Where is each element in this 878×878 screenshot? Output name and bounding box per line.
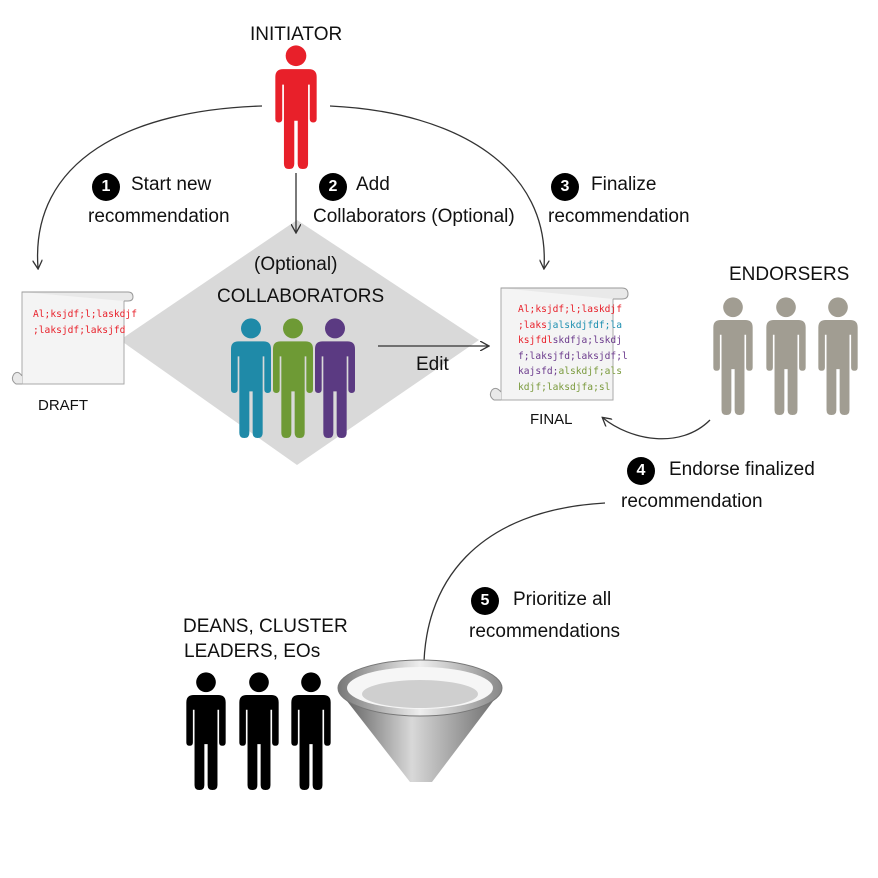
funnel-icon bbox=[337, 659, 503, 782]
final-text-line-3: ksjfdlskdfja;lskdj bbox=[518, 333, 628, 349]
step-2-line2: Collaborators (Optional) bbox=[313, 206, 515, 227]
arrow-prioritize bbox=[424, 502, 606, 680]
edit-label: Edit bbox=[416, 354, 449, 375]
final-text: Al;ksjdf;l;laskdjf ;laksjalskdjfdf;la ks… bbox=[518, 302, 628, 395]
step-2-line1: Add bbox=[356, 174, 390, 195]
final-text-line-4: f;laksjfd;laksjdf;l bbox=[518, 350, 628, 362]
step-1-text: Start new recommendation bbox=[88, 169, 230, 233]
endorsers-label: ENDORSERS bbox=[729, 264, 850, 285]
step-1-line1: Start new bbox=[131, 174, 212, 195]
initiator-person-icon bbox=[275, 45, 317, 169]
step-5-line2: recommendations bbox=[469, 621, 621, 642]
arrow-finalize bbox=[329, 105, 544, 268]
final-scroll-icon bbox=[489, 287, 629, 401]
final-text-line-5: kajsfd;alskdjf;als bbox=[518, 364, 628, 380]
final-text-line-2a: ;laks bbox=[518, 319, 547, 331]
final-text-line-3a: ksjfdl bbox=[518, 335, 553, 346]
step-2-badge: 2 bbox=[319, 173, 347, 201]
step-2-text: Add Collaborators (Optional) bbox=[313, 169, 515, 233]
draft-text-line-2: ;laksjdf;laksjfd bbox=[33, 324, 126, 336]
final-text-line-1: Al;ksjdf;l;laskdjf bbox=[518, 304, 622, 315]
draft-text-line-1: Al;ksjdf;l;laskdjf bbox=[33, 309, 137, 320]
draft-text: Al;ksjdf;l;laskdjf ;laksjdf;laksjfd bbox=[33, 307, 137, 338]
step-4-line2: recommendation bbox=[621, 491, 763, 512]
initiator-label: INITIATOR bbox=[250, 24, 343, 45]
final-text-line-5b: alskdjf;als bbox=[558, 366, 622, 377]
deans-people-icon bbox=[186, 672, 331, 790]
arrow-endorse bbox=[603, 418, 711, 440]
deans-label-line1: DEANS, CLUSTER bbox=[183, 616, 348, 637]
step-3-badge: 3 bbox=[551, 173, 579, 201]
draft-label: DRAFT bbox=[38, 397, 88, 414]
final-label: FINAL bbox=[530, 411, 573, 428]
step-5-badge: 5 bbox=[471, 587, 499, 615]
step-4-text: Endorse finalized recommendation bbox=[621, 454, 815, 518]
collaborators-label: COLLABORATORS bbox=[217, 286, 385, 307]
optional-label: (Optional) bbox=[254, 254, 338, 275]
draft-scroll-icon bbox=[11, 291, 134, 385]
step-1-line2: recommendation bbox=[88, 206, 230, 227]
step-3-line1: Finalize bbox=[591, 174, 657, 195]
step-3-line2: recommendation bbox=[548, 206, 690, 227]
step-4-line1: Endorse finalized bbox=[669, 459, 815, 480]
final-text-line-2: ;laksjalskdjfdf;la bbox=[518, 318, 628, 334]
deans-label-line2: LEADERS, EOs bbox=[184, 641, 321, 662]
step-5-line1: Prioritize all bbox=[513, 589, 612, 610]
step-1-badge: 1 bbox=[92, 173, 120, 201]
step-4-badge: 4 bbox=[627, 457, 655, 485]
endorsers-people-icon bbox=[713, 297, 858, 415]
final-text-line-3b: skdfja;lskdj bbox=[552, 335, 622, 346]
step-5-text: Prioritize all recommendations bbox=[469, 584, 620, 648]
final-text-line-5a: kajsfd; bbox=[518, 366, 559, 377]
final-text-line-6: kdjf;laksdjfa;sl bbox=[518, 381, 611, 393]
arrow-start-new bbox=[38, 105, 263, 268]
step-3-text: Finalize recommendation bbox=[548, 169, 690, 233]
final-text-line-2b: jalskdjfdf;la bbox=[546, 319, 622, 331]
